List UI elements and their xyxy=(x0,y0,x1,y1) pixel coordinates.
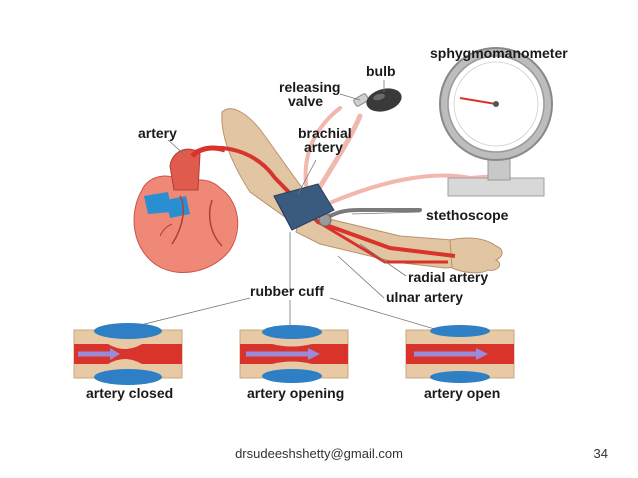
label-releasing-valve-line1: releasing xyxy=(279,79,340,95)
label-artery-open: artery open xyxy=(424,385,500,401)
label-stethoscope: stethoscope xyxy=(426,207,509,223)
panel-artery-open: artery open xyxy=(405,325,515,401)
leader-lines xyxy=(119,80,439,331)
label-artery-closed: artery closed xyxy=(86,385,173,401)
label-releasing-valve-line2: valve xyxy=(288,93,323,109)
cuff-on-arm xyxy=(273,183,335,231)
stethoscope-icon xyxy=(324,208,422,220)
label-brachial-artery-line2: artery xyxy=(304,139,343,155)
footer-email: drsudeeshshetty@gmail.com xyxy=(235,446,403,461)
panel-artery-closed: artery closed xyxy=(73,323,183,401)
label-bulb: bulb xyxy=(366,63,396,79)
label-artery-opening: artery opening xyxy=(247,385,344,401)
heart-icon xyxy=(133,148,239,273)
page-number: 34 xyxy=(593,446,608,461)
tubes xyxy=(303,106,498,204)
label-radial-artery: radial artery xyxy=(408,269,488,285)
label-ulnar-artery: ulnar artery xyxy=(386,289,463,305)
label-artery: artery xyxy=(138,125,177,141)
artery-vessel xyxy=(190,145,226,158)
inflation-bulb-icon xyxy=(353,88,402,112)
panel-artery-opening: artery opening xyxy=(239,325,349,401)
label-sphygmomanometer: sphygmomanometer xyxy=(430,45,568,61)
pressure-gauge-icon xyxy=(439,47,553,197)
label-rubber-cuff: rubber cuff xyxy=(250,283,324,299)
label-brachial-artery-line1: brachial xyxy=(298,125,352,141)
